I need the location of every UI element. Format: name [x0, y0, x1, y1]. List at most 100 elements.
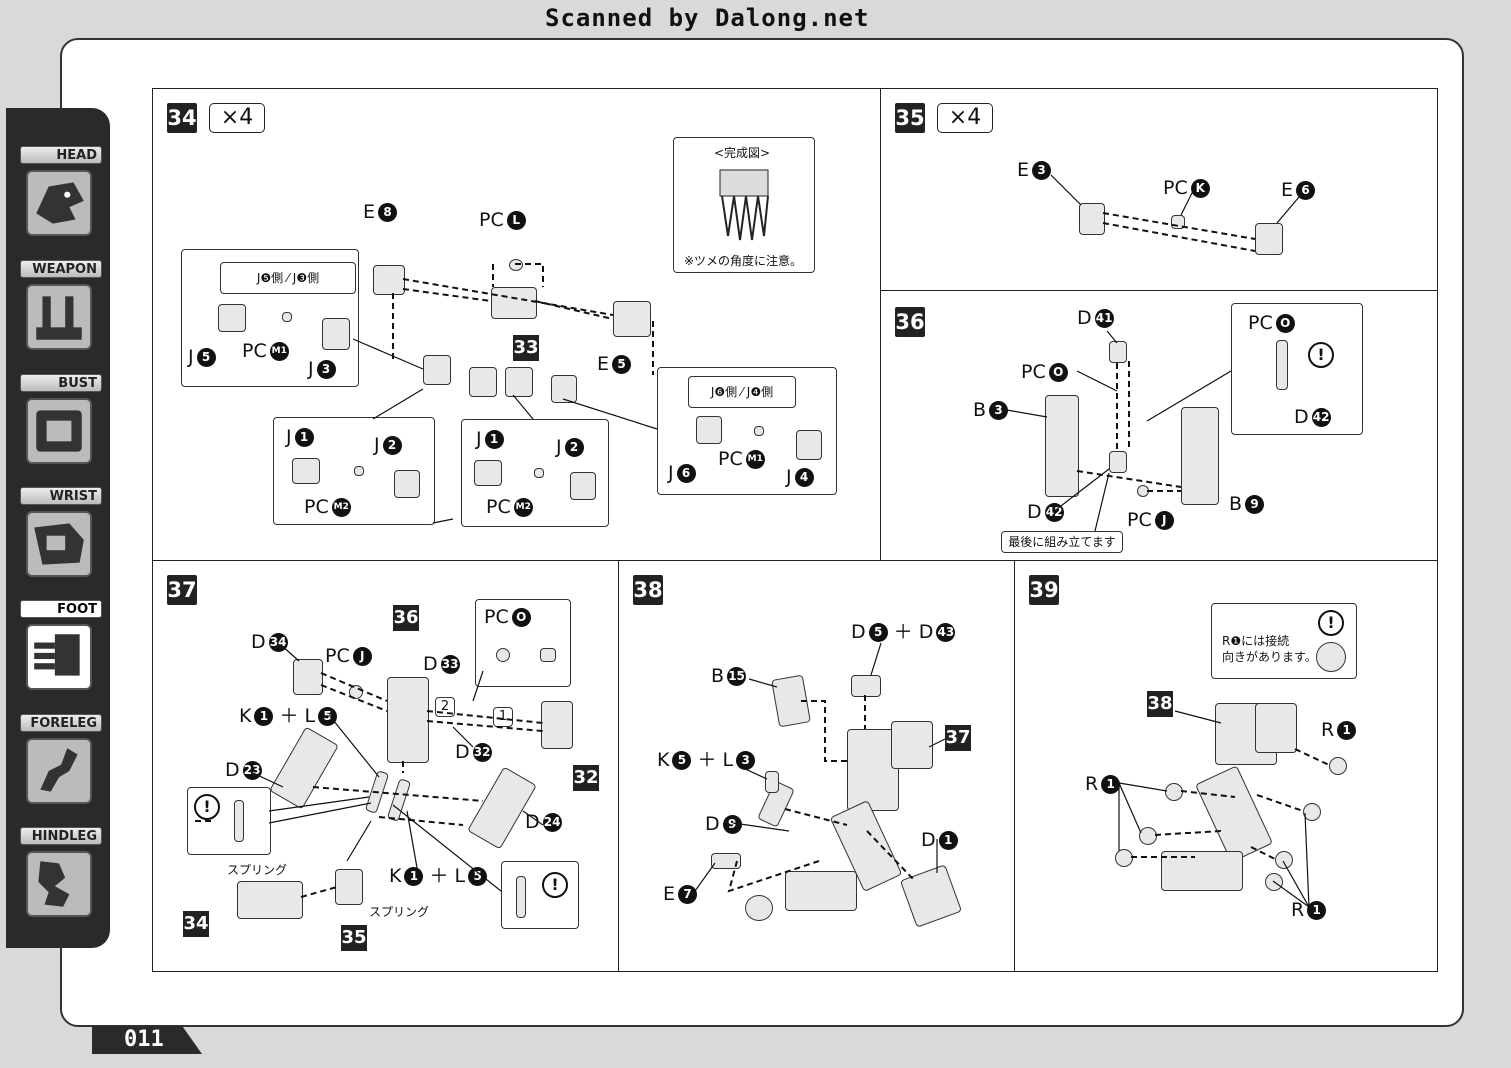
part-j1	[292, 458, 320, 484]
part-33	[491, 287, 537, 319]
caution-icon: !	[1308, 342, 1334, 368]
part-35	[335, 869, 363, 905]
part-r1	[1115, 849, 1133, 867]
part-r1	[1265, 873, 1283, 891]
tab-foreleg[interactable]: FORELEG	[14, 712, 104, 812]
caution-box: !	[501, 861, 579, 929]
caution-note-line1: R❶には接続	[1222, 634, 1290, 648]
part-e6	[1255, 223, 1283, 255]
page-number: 011	[92, 1026, 202, 1054]
part-rod	[516, 876, 526, 918]
tab-wrist-label: WRIST	[20, 487, 102, 505]
part-rod	[234, 800, 244, 842]
head-icon	[26, 170, 92, 236]
part-toes	[1161, 851, 1243, 891]
subassembly-35: 35	[341, 925, 367, 951]
caution-box: !	[187, 787, 271, 855]
caution-icon: !	[194, 794, 220, 820]
hindleg-icon	[26, 851, 92, 917]
tab-foot[interactable]: FOOT	[14, 598, 104, 698]
part-pc-m2	[354, 466, 364, 476]
part-37	[847, 729, 899, 811]
part-r1-detail	[1316, 642, 1346, 672]
part-k5-l3	[765, 771, 779, 793]
step-number: 38	[633, 575, 663, 605]
part-e5	[613, 301, 651, 337]
part-j2	[570, 472, 596, 500]
caution-note-line2: 向きがあります。	[1222, 650, 1317, 664]
part-e7	[711, 853, 741, 869]
part-b3	[1045, 395, 1079, 497]
part-toes	[785, 871, 857, 911]
part-j4	[796, 430, 822, 460]
multiplier: ×4	[937, 103, 993, 133]
tab-weapon-label: WEAPON	[20, 260, 102, 278]
part-d5-d43	[851, 675, 881, 697]
part-claws	[891, 721, 933, 769]
subassembly-37: 37	[945, 725, 971, 751]
subbox-title: J❺側 ⁄ J❸側	[220, 262, 356, 294]
tab-head[interactable]: HEAD	[14, 144, 104, 244]
part-r1	[1303, 803, 1321, 821]
tab-hindleg[interactable]: HINDLEG	[14, 825, 104, 925]
part-32-claws	[541, 701, 573, 749]
spring-label: スプリング	[227, 863, 288, 877]
part-b9	[1181, 407, 1219, 505]
part-34	[237, 881, 303, 919]
part-pc-j	[349, 685, 363, 699]
wrist-icon	[26, 511, 92, 577]
part-b15	[771, 674, 811, 728]
subbox-title: J❻側 ⁄ J❹側	[688, 376, 796, 408]
part-r1	[1165, 783, 1183, 801]
part-e7-detail	[745, 895, 773, 921]
part-leg-piston	[1194, 765, 1274, 863]
part-d42	[1109, 451, 1127, 473]
part-36	[387, 677, 429, 763]
part-pin	[540, 648, 556, 662]
tab-wrist[interactable]: WRIST	[14, 485, 104, 585]
tab-bust[interactable]: BUST	[14, 372, 104, 472]
part-r1	[1275, 851, 1293, 869]
tab-weapon[interactable]: WEAPON	[14, 258, 104, 358]
part-pc-o	[496, 648, 510, 662]
tab-hindleg-label: HINDLEG	[20, 827, 102, 845]
part-claws	[1255, 703, 1297, 753]
part-rod	[364, 770, 390, 814]
position-marker-2: 2	[435, 697, 455, 717]
completed-view-note: ※ツメの角度に注意。	[684, 254, 803, 268]
